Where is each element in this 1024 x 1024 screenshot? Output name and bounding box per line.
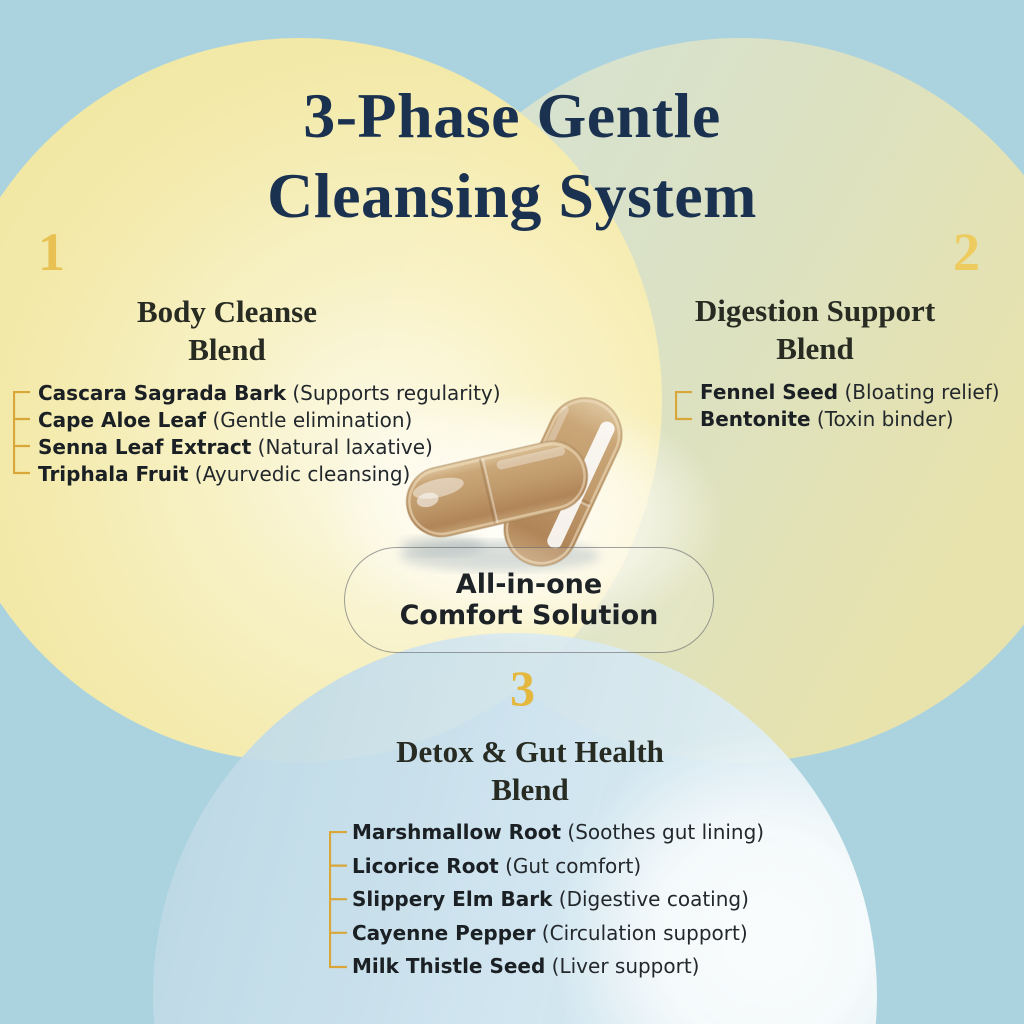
phase-1-bracket xyxy=(13,391,30,475)
ingredient-benefit: (Gut comfort) xyxy=(498,853,642,878)
ingredient-row: Cape Aloe Leaf (Gentle elimination) xyxy=(38,407,501,434)
phase-3-heading-line1: Detox & Gut Health xyxy=(396,734,664,769)
ingredient-row: Bentonite (Toxin binder) xyxy=(700,406,1000,433)
ingredient-benefit: (Bloating relief) xyxy=(838,380,1000,404)
capsules-image xyxy=(400,397,623,571)
phase-3-bracket xyxy=(329,831,347,969)
ingredient-row: Cayenne Pepper (Circulation support) xyxy=(352,917,764,951)
capsule-shadow-small xyxy=(400,536,484,556)
ingredient-name: Marshmallow Root xyxy=(352,820,562,844)
center-badge-line1: All-in-one xyxy=(455,569,603,600)
ingredient-name: Triphala Fruit xyxy=(38,462,189,486)
ingredient-name: Senna Leaf Extract xyxy=(38,435,252,459)
ingredient-row: Marshmallow Root (Soothes gut lining) xyxy=(352,816,764,850)
ingredient-name: Licorice Root xyxy=(352,853,499,878)
phase-number-3: 3 xyxy=(510,660,535,716)
ingredient-benefit: (Gentle elimination) xyxy=(206,408,413,432)
phase-2-heading-line1: Digestion Support xyxy=(694,293,936,328)
ingredient-name: Cascara Sagrada Bark xyxy=(38,381,287,405)
ingredient-row: Licorice Root (Gut comfort) xyxy=(352,850,764,884)
ingredient-name: Cape Aloe Leaf xyxy=(38,408,207,432)
ingredient-benefit: (Ayurvedic cleansing) xyxy=(188,462,411,486)
phase-2-ingredient-list: Fennel Seed (Bloating relief)Bentonite (… xyxy=(700,379,1000,433)
ingredient-benefit: (Liver support) xyxy=(545,954,700,979)
center-badge-line2: Comfort Solution xyxy=(399,600,659,631)
phase-number-2: 2 xyxy=(953,222,980,282)
ingredient-row: Slippery Elm Bark (Digestive coating) xyxy=(352,883,764,917)
ingredient-benefit: (Circulation support) xyxy=(535,920,748,945)
page-title-line1: 3-Phase Gentle xyxy=(303,80,721,151)
phase-3-heading-line2: Blend xyxy=(491,772,569,807)
phase-2-heading: Digestion Support Blend xyxy=(615,292,1015,368)
phase-1-heading-line1: Body Cleanse xyxy=(137,294,317,329)
ingredient-name: Milk Thistle Seed xyxy=(352,954,546,979)
center-badge: All-in-one Comfort Solution xyxy=(344,547,714,653)
phase-1-heading-line2: Blend xyxy=(188,332,266,367)
ingredient-name: Bentonite xyxy=(700,407,811,431)
ingredient-row: Fennel Seed (Bloating relief) xyxy=(700,379,1000,406)
phase-number-1: 1 xyxy=(38,222,65,282)
phase-2-bracket xyxy=(675,391,692,421)
phase-2-heading-line2: Blend xyxy=(776,331,854,366)
phase-1-heading: Body Cleanse Blend xyxy=(27,293,427,369)
ingredient-benefit: (Toxin binder) xyxy=(810,407,954,431)
ingredient-name: Fennel Seed xyxy=(700,380,839,404)
phase-3-heading: Detox & Gut Health Blend xyxy=(330,733,730,809)
ingredient-benefit: (Soothes gut lining) xyxy=(561,820,765,844)
ingredient-benefit: (Digestive coating) xyxy=(552,887,749,912)
page-title-line2: Cleansing System xyxy=(267,160,757,231)
capsule-front xyxy=(405,440,589,538)
page-title: 3-Phase Gentle Cleansing System xyxy=(0,76,1024,236)
phase-1-ingredient-list: Cascara Sagrada Bark (Supports regularit… xyxy=(38,380,501,488)
ingredient-benefit: (Natural laxative) xyxy=(251,435,433,459)
phase-3-ingredient-list: Marshmallow Root (Soothes gut lining)Lic… xyxy=(352,816,764,984)
ingredient-row: Milk Thistle Seed (Liver support) xyxy=(352,950,764,984)
ingredient-row: Senna Leaf Extract (Natural laxative) xyxy=(38,434,501,461)
ingredient-name: Slippery Elm Bark xyxy=(352,887,553,912)
ingredient-row: Triphala Fruit (Ayurvedic cleansing) xyxy=(38,461,501,488)
ingredient-row: Cascara Sagrada Bark (Supports regularit… xyxy=(38,380,501,407)
ingredient-benefit: (Supports regularity) xyxy=(286,381,501,405)
ingredient-name: Cayenne Pepper xyxy=(352,920,536,945)
